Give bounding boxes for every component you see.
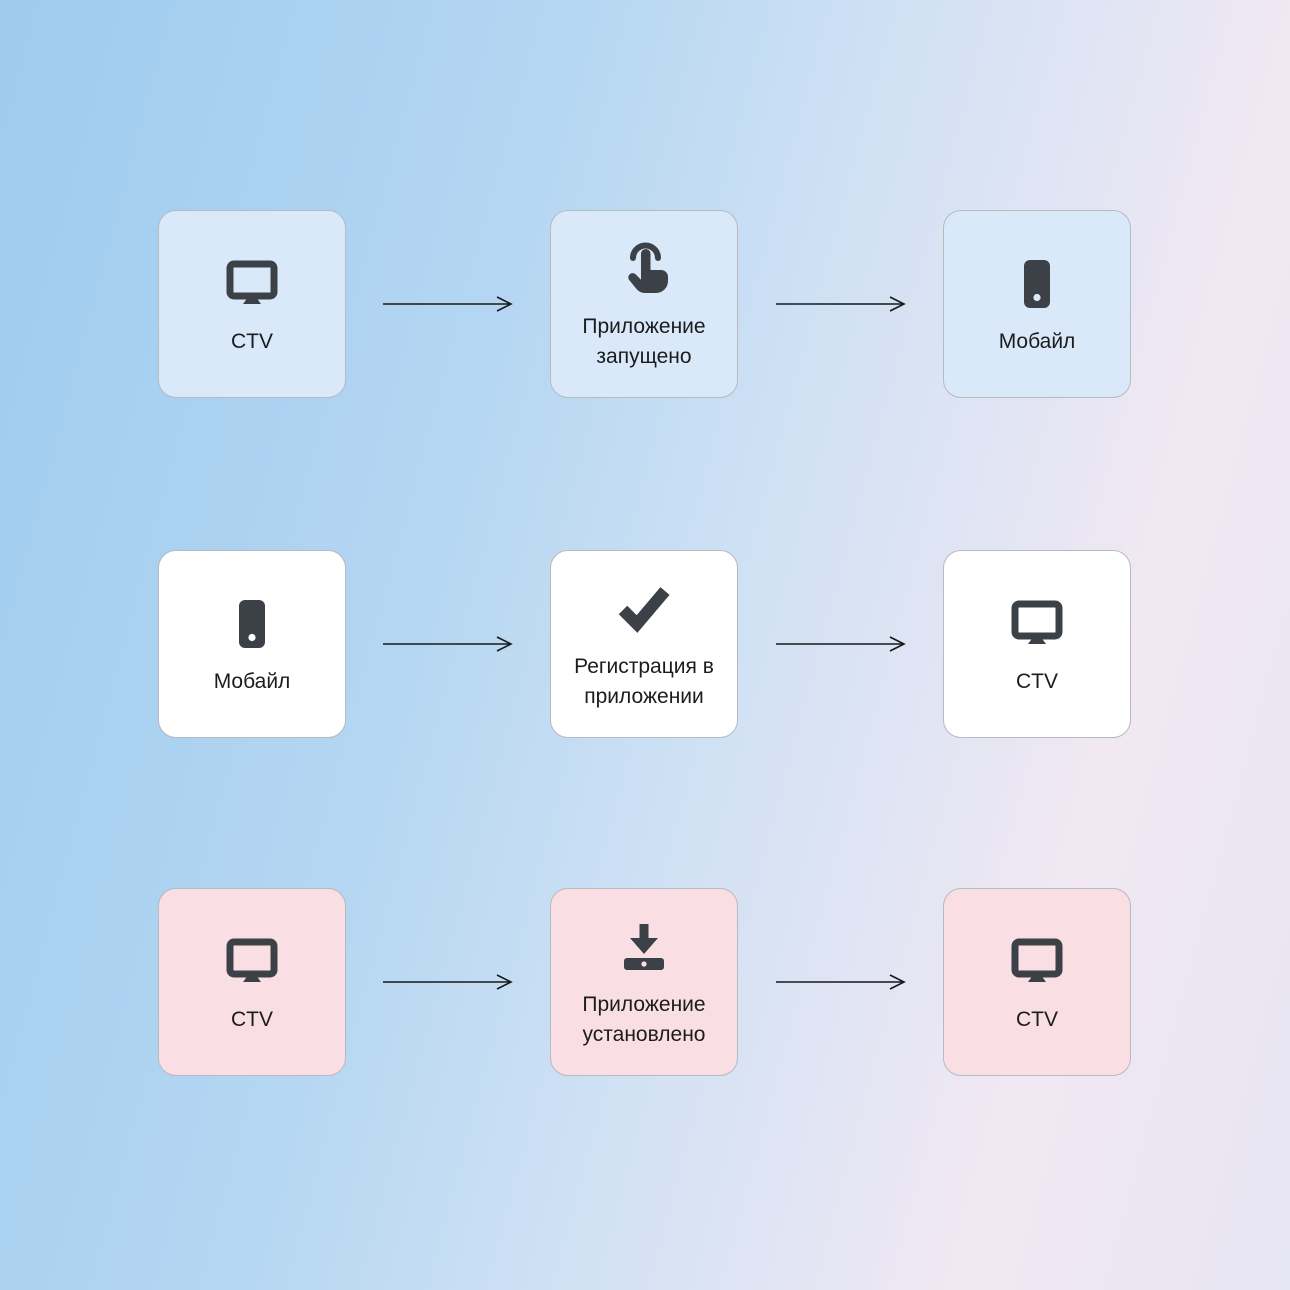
- arrow-right-icon: [776, 973, 910, 991]
- node-label: CTV: [1016, 1008, 1058, 1032]
- arrow-right-icon: [383, 973, 517, 991]
- node-mobile-start: Мобайл: [158, 550, 346, 738]
- node-label: CTV: [1016, 670, 1058, 694]
- node-ctv-start: CTV: [158, 210, 346, 398]
- tv-icon: [220, 929, 284, 993]
- node-label: Приложение установлено: [582, 993, 706, 1046]
- tap-icon: [612, 236, 676, 300]
- arrow-right-icon: [776, 635, 910, 653]
- node-label: Мобайл: [213, 670, 291, 694]
- arrow-right-icon: [383, 635, 517, 653]
- phone-icon: [1005, 251, 1069, 315]
- node-app-installed: Приложение установлено: [550, 888, 738, 1076]
- node-label: CTV: [231, 330, 273, 354]
- phone-icon: [220, 591, 284, 655]
- node-ctv-start-2: CTV: [158, 888, 346, 1076]
- arrow-right-icon: [383, 295, 517, 313]
- tv-icon: [1005, 591, 1069, 655]
- check-icon: [612, 576, 676, 640]
- node-label: Мобайл: [998, 330, 1076, 354]
- node-label: Регистрация в приложении: [574, 655, 714, 708]
- node-ctv-end-2: CTV: [943, 888, 1131, 1076]
- download-icon: [612, 914, 676, 978]
- node-registration: Регистрация в приложении: [550, 550, 738, 738]
- tv-icon: [220, 251, 284, 315]
- node-app-launched: Приложение запущено: [550, 210, 738, 398]
- node-mobile-end: Мобайл: [943, 210, 1131, 398]
- node-label: CTV: [231, 1008, 273, 1032]
- tv-icon: [1005, 929, 1069, 993]
- arrow-right-icon: [776, 295, 910, 313]
- node-label: Приложение запущено: [582, 315, 706, 368]
- node-ctv-end: CTV: [943, 550, 1131, 738]
